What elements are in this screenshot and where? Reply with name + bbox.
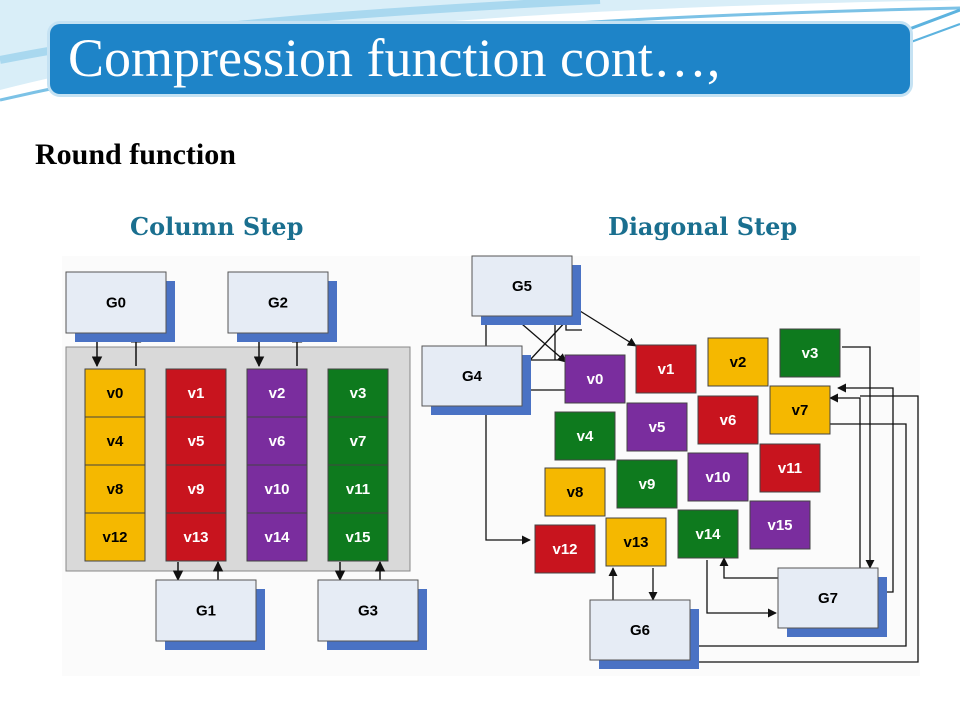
cell-label: v2 xyxy=(269,385,286,402)
cell-label: v8 xyxy=(107,481,124,498)
cell-v11: v11 xyxy=(759,443,821,493)
g-box-g5: G5 xyxy=(471,255,581,325)
cell-label: v4 xyxy=(107,433,124,450)
cell-v15: v15 xyxy=(749,500,811,550)
cell-label: v9 xyxy=(639,476,656,493)
cell-v10: v10 xyxy=(687,452,749,502)
cell-v6: v6 xyxy=(697,395,759,445)
g-box-g7: G7 xyxy=(777,567,887,637)
cell-label: v11 xyxy=(346,481,370,498)
g-box-label: G0 xyxy=(106,295,126,312)
cell-v2: v2 xyxy=(707,337,769,387)
cell-label: v8 xyxy=(567,484,584,501)
cell-v12: v12 xyxy=(84,512,146,562)
cell-v12: v12 xyxy=(534,524,596,574)
cell-label: v15 xyxy=(767,517,792,534)
cell-label: v1 xyxy=(188,385,205,402)
g-box-label: G7 xyxy=(818,590,838,607)
g-box-g0: G0 xyxy=(65,271,175,342)
g-box-label: G2 xyxy=(268,295,288,312)
cell-label: v0 xyxy=(587,371,604,388)
cell-v5: v5 xyxy=(165,416,227,466)
cell-v9: v9 xyxy=(165,464,227,514)
g-box-label: G4 xyxy=(462,368,483,385)
title-bar: Compression function cont…, xyxy=(50,24,910,94)
column-step-label: Column Step xyxy=(130,212,304,241)
g-box-label: G3 xyxy=(358,603,378,620)
cell-label: v1 xyxy=(658,361,675,378)
cell-v4: v4 xyxy=(84,416,146,466)
cell-v3: v3 xyxy=(327,368,389,418)
cell-v11: v11 xyxy=(327,464,389,514)
cell-v5: v5 xyxy=(626,402,688,452)
cell-label: v3 xyxy=(350,385,367,402)
cell-v14: v14 xyxy=(246,512,308,562)
cell-label: v4 xyxy=(577,428,594,445)
g-box-g6: G6 xyxy=(589,599,699,669)
g-box-g1: G1 xyxy=(155,579,265,650)
cell-v6: v6 xyxy=(246,416,308,466)
cell-v4: v4 xyxy=(554,411,616,461)
cell-v7: v7 xyxy=(327,416,389,466)
cell-v0: v0 xyxy=(84,368,146,418)
cell-v2: v2 xyxy=(246,368,308,418)
cell-v1: v1 xyxy=(635,344,697,394)
cell-v15: v15 xyxy=(327,512,389,562)
cell-v13: v13 xyxy=(605,517,667,567)
cell-v3: v3 xyxy=(779,328,841,378)
cell-label: v10 xyxy=(264,481,289,498)
cell-v0: v0 xyxy=(564,354,626,404)
g-box-label: G1 xyxy=(196,603,216,620)
cell-label: v5 xyxy=(188,433,205,450)
diagonal-step-label: Diagonal Step xyxy=(608,212,798,241)
cell-label: v6 xyxy=(720,412,737,429)
cell-label: v5 xyxy=(649,419,666,436)
g-box-g4: G4 xyxy=(421,345,531,415)
cell-label: v3 xyxy=(802,345,819,362)
cell-label: v14 xyxy=(695,526,721,543)
g-box-label: G6 xyxy=(630,622,650,639)
cell-v14: v14 xyxy=(677,509,739,559)
cell-label: v7 xyxy=(350,433,367,450)
cell-v1: v1 xyxy=(165,368,227,418)
cell-label: v14 xyxy=(264,529,290,546)
cell-label: v12 xyxy=(102,529,127,546)
cell-v8: v8 xyxy=(544,467,606,517)
cell-label: v12 xyxy=(552,541,577,558)
cell-v13: v13 xyxy=(165,512,227,562)
cell-label: v9 xyxy=(188,481,205,498)
cell-label: v10 xyxy=(705,469,730,486)
cell-v9: v9 xyxy=(616,459,678,509)
cell-label: v13 xyxy=(183,529,208,546)
g-box-label: G5 xyxy=(512,278,532,295)
cell-label: v6 xyxy=(269,433,286,450)
cell-label: v2 xyxy=(730,354,747,371)
cell-label: v13 xyxy=(623,534,648,551)
cell-label: v7 xyxy=(792,402,809,419)
cell-label: v0 xyxy=(107,385,124,402)
cell-v7: v7 xyxy=(769,385,831,435)
cell-v10: v10 xyxy=(246,464,308,514)
cell-label: v11 xyxy=(778,460,802,477)
cell-label: v15 xyxy=(345,529,370,546)
g-box-g2: G2 xyxy=(227,271,337,342)
g-box-g3: G3 xyxy=(317,579,427,650)
round-function-heading: Round function xyxy=(35,138,236,171)
cell-v8: v8 xyxy=(84,464,146,514)
slide-title: Compression function cont…, xyxy=(68,28,721,88)
